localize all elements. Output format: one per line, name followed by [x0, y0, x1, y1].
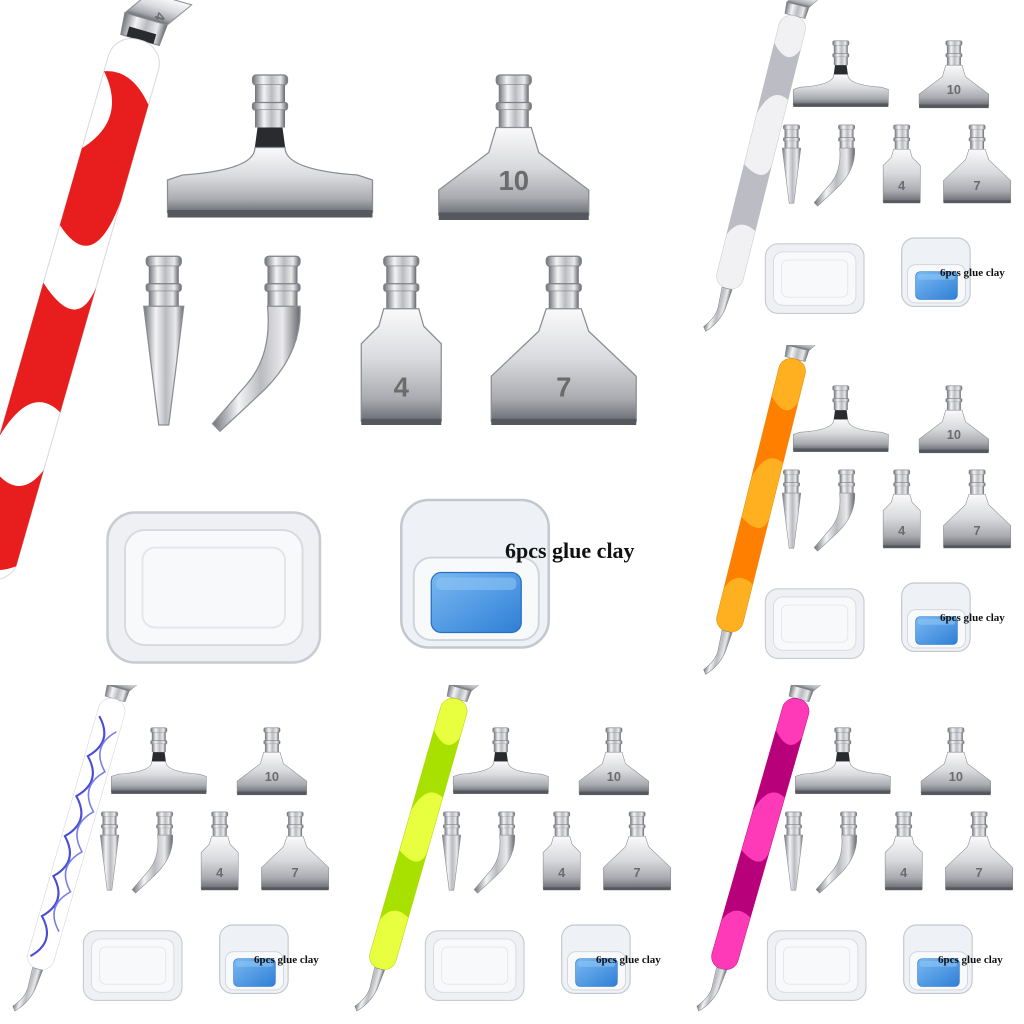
glue-clay-caption-orange: 6pcs glue clay: [940, 612, 1005, 624]
kit-illustration-grey: 6pcs glue clay: [703, 0, 1024, 332]
kit-panel-lime: 6pcs glue clay: [342, 685, 684, 1024]
kit-illustration-red: 4 6pcs glue clay: [0, 0, 690, 685]
kit-illustration-lime: 6pcs glue clay: [354, 685, 684, 1012]
kit-panel-orange: 6pcs glue clay: [690, 345, 1024, 685]
glue-clay-caption-grey: 6pcs glue clay: [940, 267, 1005, 279]
kit-panel-magenta: 6pcs glue clay: [684, 685, 1024, 1024]
glue-clay-caption-lime: 6pcs glue clay: [596, 954, 661, 966]
pen-red: 4: [0, 0, 193, 581]
pen-magenta: [696, 685, 827, 1012]
glue-clay-caption-blue-swirl: 6pcs glue clay: [254, 954, 319, 966]
kit-illustration-orange: 6pcs glue clay: [703, 345, 1024, 675]
glue-clay-caption-magenta: 6pcs glue clay: [938, 954, 1003, 966]
pen-grey: [703, 0, 822, 332]
pen-lime: [354, 685, 485, 1012]
kit-illustration-magenta: 6pcs glue clay: [696, 685, 1024, 1012]
pen-orange: [703, 345, 822, 675]
kit-panel-red: 4 6pcs glue clay: [0, 0, 690, 685]
kit-panel-grey: 6pcs glue clay: [690, 0, 1024, 345]
pen-blue-swirl: [12, 685, 143, 1012]
kit-illustration-blue-swirl: 6pcs glue clay: [12, 685, 342, 1012]
kit-panel-blue-swirl: 6pcs glue clay: [0, 685, 342, 1024]
glue-clay-caption-red: 6pcs glue clay: [505, 538, 635, 563]
